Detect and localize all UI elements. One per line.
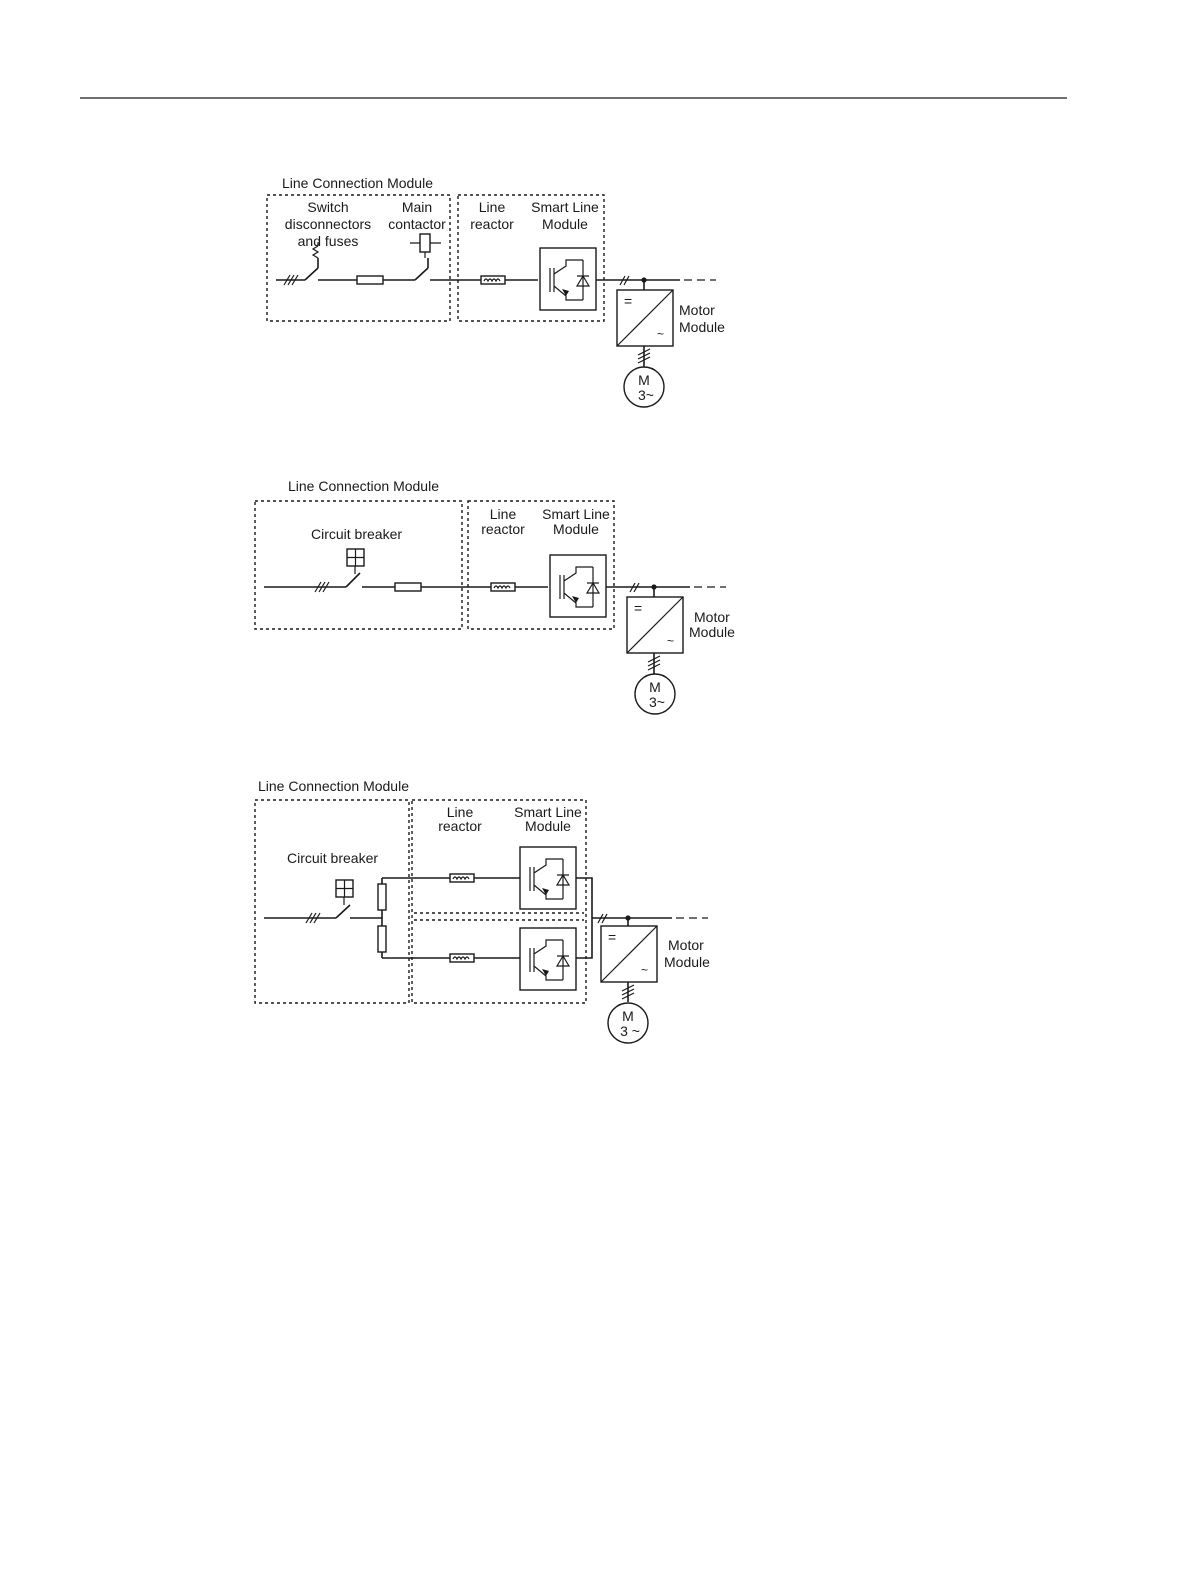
d2-line-label-2: reactor [481,521,525,537]
d3-smart-line-module-bottom-icon [519,927,577,991]
d3-line-connection-box [254,799,410,1004]
d3-smart-label-1: Smart Line [514,804,582,820]
d3-motor-label-1: Motor [668,937,704,953]
d1-motor-3phase: 3~ [638,387,654,403]
d3-smart-line-module-top-icon [519,846,577,910]
d1-smart-label-2: Module [542,216,588,232]
switch-disconnector-icon [304,242,320,281]
d3-circuit-breaker-label: Circuit breaker [287,850,378,866]
d2-fuse-icon [394,582,422,592]
d3-fuse-bottom-icon [377,925,387,953]
d2-lcm-title: Line Connection Module [288,478,439,494]
d1-main-label-1: Main [402,199,432,215]
d3-smart-line-box [411,799,587,1004]
d2-line-reactor-icon [490,582,516,592]
d2-smart-line-module-icon [549,554,607,618]
d3-line-reactor-bottom-icon [449,953,475,963]
d3-lcm-title: Line Connection Module [258,778,409,794]
d2-motor-label-1: Motor [694,609,730,625]
d1-main-label-2: contactor [388,216,446,232]
diagram-2-circuit-breaker: Line Connection Module Circuit breaker L… [254,478,735,715]
d2-motor-module-icon: = ~ [626,596,684,654]
d1-motor-label-2: Module [679,319,725,335]
d3-smart-label-2: Module [525,818,571,834]
d1-line-label-2: reactor [470,216,514,232]
d2-motor-label-2: Module [689,624,735,640]
d3-motor-module-icon: = ~ [600,925,658,983]
d3-eq-sign: = [608,929,616,945]
d1-motor-icon: M 3~ [623,366,665,408]
d3-line-label-1: Line [447,804,474,820]
d2-motor-m: M [649,679,661,695]
d1-switch-label-2: disconnectors [285,216,371,232]
d1-switch-label-1: Switch [307,199,348,215]
d2-motor-3phase: 3~ [649,694,665,710]
d1-line-label-1: Line [479,199,506,215]
d1-switch-label-3: and fuses [298,233,359,249]
d3-line-label-2: reactor [438,818,482,834]
d2-tilde-sign: ~ [667,634,674,648]
d1-line-reactor-icon [480,275,506,285]
d1-smart-label-1: Smart Line [531,199,599,215]
d1-3phase-mark [283,274,299,286]
d1-lcm-title: Line Connection Module [282,175,433,191]
diagram-3-parallel-modules: Line Connection Module Circuit breaker L… [254,778,710,1044]
diagram-1-switch-disconnectors: Line Connection Module Switch disconnect… [266,175,725,408]
d1-smart-line-box [457,194,605,322]
d2-circuit-breaker-label: Circuit breaker [311,526,402,542]
d3-motor-label-2: Module [664,954,710,970]
d1-fuse-icon [356,275,384,285]
d2-eq-sign: = [634,600,642,616]
d2-smart-label-2: Module [553,521,599,537]
d3-fuse-top-icon [377,883,387,911]
d3-line-reactor-top-icon [449,873,475,883]
d3-circuit-breaker-icon [335,879,354,919]
d1-tilde-sign: ~ [657,327,664,341]
d1-motor-module-icon: = ~ [616,289,674,347]
d2-smart-line-box [467,500,615,630]
d2-line-label-1: Line [490,506,517,522]
d1-motor-m: M [638,372,650,388]
d2-motor-icon: M 3~ [634,673,676,715]
main-contactor-icon [410,233,441,281]
d2-smart-label-1: Smart Line [542,506,610,522]
d1-smart-line-module-icon [539,247,597,311]
d3-motor-3phase: 3 ~ [620,1023,640,1039]
d1-eq-sign: = [624,293,632,309]
d3-motor-m: M [622,1008,634,1024]
d2-circuit-breaker-icon [345,548,365,588]
d2-line-connection-box [254,500,463,630]
d1-line-connection-box [266,194,451,322]
d3-tilde-sign: ~ [641,963,648,977]
d3-motor-icon: M 3 ~ [607,1002,649,1044]
d1-motor-label-1: Motor [679,302,715,318]
